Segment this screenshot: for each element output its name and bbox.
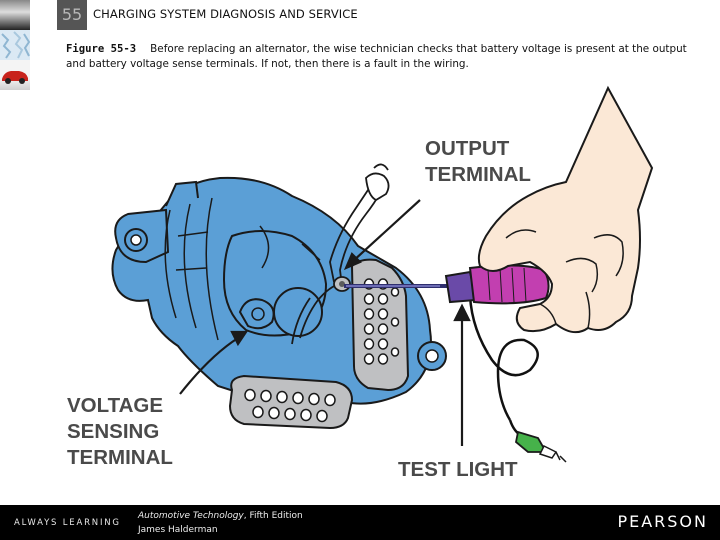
book-title-text: Automotive Technology <box>138 511 244 521</box>
voltage-label-line2: SENSING <box>67 420 160 443</box>
voltage-label-line1: VOLTAGE <box>67 394 164 417</box>
publisher-logo: PEARSON <box>617 512 708 531</box>
figure-number: Figure 55-3 <box>66 43 137 55</box>
footer-bar: ALWAYS LEARNING Automotive Technology, F… <box>0 505 720 540</box>
footer-book-title: Automotive Technology, Fifth Edition <box>138 511 303 521</box>
voltage-label-line3: TERMINAL <box>67 446 173 469</box>
sidebar-thumbnail-car-dashboard <box>0 0 30 30</box>
sidebar-thumbnail-pattern <box>0 30 30 60</box>
chapter-title: CHARGING SYSTEM DIAGNOSIS AND SERVICE <box>93 7 358 21</box>
test-light-cord <box>468 295 539 421</box>
voltage-sensing-terminal-label: VOLTAGE SENSING TERMINAL <box>67 393 173 471</box>
footer-author: James Halderman <box>138 525 218 535</box>
output-terminal-label: OUTPUT TERMINAL <box>425 136 531 188</box>
voltage-sensing-connector <box>228 374 354 430</box>
label-arrows <box>179 199 471 446</box>
technician-hand <box>477 85 654 334</box>
ground-clip <box>508 419 567 463</box>
alternator-illustration <box>111 85 654 463</box>
rectifier-plate <box>350 258 410 392</box>
figure-caption-text: Before replacing an alternator, the wise… <box>66 43 687 70</box>
output-terminal-label-line2: TERMINAL <box>425 163 531 186</box>
chapter-number: 55 <box>57 0 87 30</box>
sidebar-thumbnail-red-car <box>0 60 30 90</box>
alternator-body <box>111 176 447 405</box>
test-light-label: TEST LIGHT <box>398 458 518 481</box>
footer-tagline: ALWAYS LEARNING <box>14 518 121 528</box>
output-terminal-label-line1: OUTPUT <box>425 137 510 160</box>
book-edition-text: , Fifth Edition <box>243 511 303 521</box>
